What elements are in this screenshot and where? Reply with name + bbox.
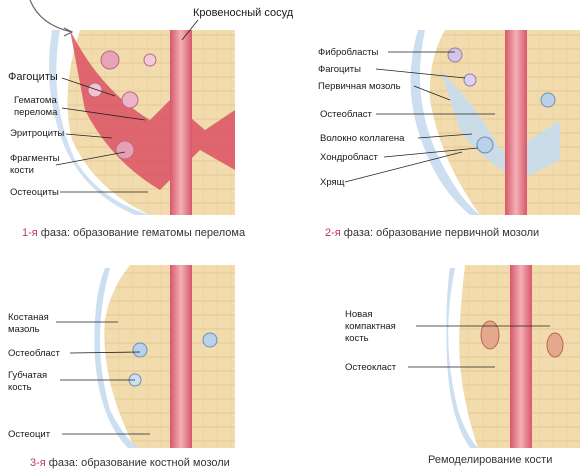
panel-1-label-4: Остеоциты: [10, 187, 59, 198]
panel-4-caption-rest: Ремоделирование кости: [428, 454, 552, 466]
panel-1-label-3b: кости: [10, 165, 34, 176]
panel-2-label-5: Хондробласт: [320, 152, 378, 163]
panel-phase-3: Костаная мазоль Остеобласт Губчатая кост…: [8, 265, 235, 469]
panel-2-caption-num: 2-я: [325, 227, 341, 239]
panel-4-illustration: [446, 265, 580, 448]
panel-3-caption-num: 3-я: [30, 457, 46, 469]
panel-2-label-0: Фибробласты: [318, 47, 378, 58]
panel-4-label-0b: компактная: [345, 321, 396, 332]
panel-2-caption-rest: фаза: образование первичной мозоли: [341, 227, 539, 239]
panel-1-illustration: [29, 0, 235, 215]
panel-3-illustration: [94, 265, 235, 448]
panel-3-label-2a: Губчатая: [8, 370, 47, 381]
panel-4-label-0a: Новая: [345, 309, 373, 320]
panel-1-caption-num: 1-я: [22, 227, 38, 239]
panel-3-label-0b: мазоль: [8, 324, 40, 335]
panel-3-label-3: Остеоцит: [8, 429, 51, 440]
panel-2-caption: 2-я фаза: образование первичной мозоли: [325, 227, 539, 239]
panel-1-label-1a: Гематома: [14, 95, 57, 106]
panel-2-label-2: Первичная мозоль: [318, 81, 401, 92]
panel-2-label-1: Фагоциты: [318, 64, 361, 75]
panel-3-label-1: Остеобласт: [8, 348, 61, 359]
panel-1-label-0: Фагоциты: [8, 71, 58, 83]
panel-phase-1: Кровеносный сосуд Фагоциты Гематома пере…: [8, 0, 294, 239]
panel-1-label-2: Эритроциты: [10, 128, 64, 139]
panel-2-illustration: [410, 30, 580, 215]
panel-remodeling: Новая компактная кость Остеокласт Ремоде…: [345, 265, 580, 466]
panel-4-label-0c: кость: [345, 333, 369, 344]
panel-1-label-3a: Фрагменты: [10, 153, 60, 164]
blood-vessel-label: Кровеносный сосуд: [193, 7, 294, 19]
panel-4-caption: Ремоделирование кости: [428, 454, 552, 466]
panel-2-label-6: Хрящ: [320, 177, 345, 188]
panel-3-caption: 3-я фаза: образование костной мозоли: [30, 457, 230, 469]
panel-4-label-1: Остеокласт: [345, 362, 397, 373]
panel-3-label-0a: Костаная: [8, 312, 49, 323]
panel-3-caption-rest: фаза: образование костной мозоли: [46, 457, 230, 469]
panel-2-label-3: Остеобласт: [320, 109, 373, 120]
panel-2-label-4: Волокно коллагена: [320, 133, 405, 144]
panel-1-caption: 1-я фаза: образование гематомы перелома: [22, 227, 246, 239]
panel-3-label-2b: кость: [8, 382, 32, 393]
panel-phase-2: Фибробласты Фагоциты Первичная мозоль Ос…: [318, 30, 580, 239]
panel-1-label-1b: перелома: [14, 107, 58, 118]
panel-1-caption-rest: фаза: образование гематомы перелома: [38, 227, 246, 239]
